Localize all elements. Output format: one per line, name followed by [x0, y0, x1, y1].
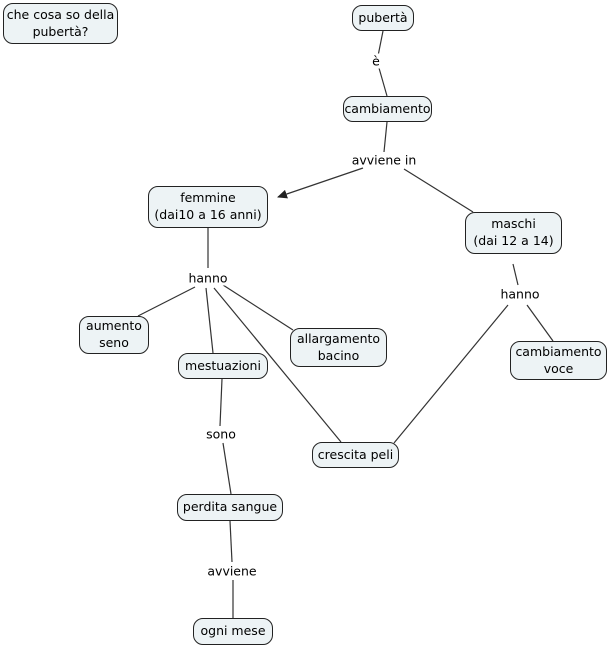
edge-avviene-in-femmine-arrow [277, 167, 364, 199]
node-cambiamento[interactable]: cambiamento [343, 96, 432, 122]
edge-hanno-cambiamento-voce [526, 304, 554, 342]
link-label-e[interactable]: è [369, 53, 383, 69]
node-crescita-peli[interactable]: crescita peli [312, 442, 399, 468]
link-label-hanno-right[interactable]: hanno [497, 286, 543, 302]
edge-perdita-sangue-avviene [229, 520, 233, 563]
edge-sono-perdita-sangue [222, 442, 232, 495]
node-allargamento-bacino[interactable]: allargamento bacino [290, 328, 387, 367]
node-puberta[interactable]: pubertà [352, 5, 414, 31]
node-perdita-sangue[interactable]: perdita sangue [177, 494, 283, 521]
edge-hanno-crescita-peli-right [393, 304, 509, 444]
edge-hanno-aumento-seno [137, 286, 196, 317]
edge-hanno-allargamento-bacino [222, 284, 294, 331]
edge-hanno-mestuazioni [205, 287, 214, 354]
node-question[interactable]: che cosa so della pubertà? [3, 3, 118, 44]
node-mestuazioni[interactable]: mestuazioni [178, 353, 268, 379]
edge-mestuazioni-sono [219, 378, 223, 427]
edge-maschi-hanno [512, 263, 519, 286]
node-maschi[interactable]: maschi (dai 12 a 14) [465, 212, 562, 254]
link-label-sono[interactable]: sono [203, 426, 239, 442]
edge-cambiamento-avviene-in [383, 121, 388, 153]
node-aumento-seno[interactable]: aumento seno [79, 316, 149, 354]
node-femmine[interactable]: femmine (dai10 a 16 anni) [148, 186, 268, 228]
link-label-avviene[interactable]: avviene [204, 563, 260, 579]
node-ogni-mese[interactable]: ogni mese [193, 618, 273, 645]
link-label-hanno-left[interactable]: hanno [185, 270, 231, 286]
link-label-avviene-in[interactable]: avviene in [348, 152, 420, 168]
edge-hanno-crescita-peli-left [213, 287, 342, 443]
edge-avviene-in-maschi [403, 168, 474, 213]
node-cambiamento-voce[interactable]: cambiamento voce [510, 341, 607, 380]
